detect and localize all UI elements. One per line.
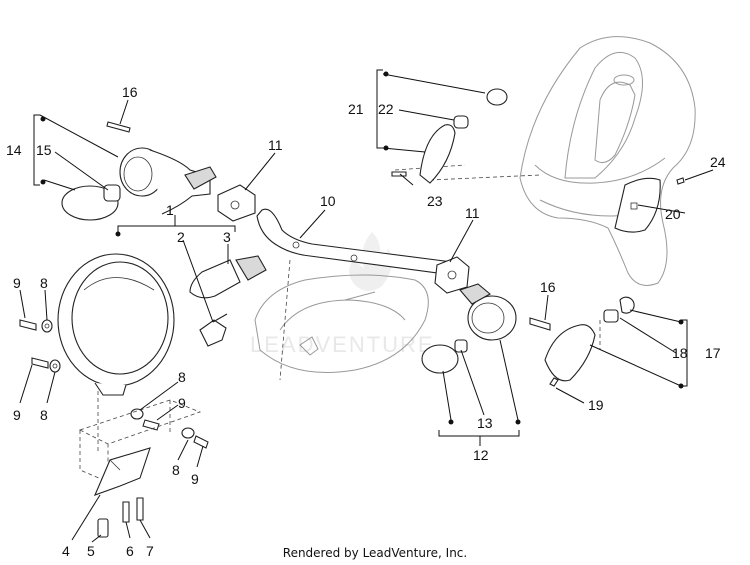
bracket-11-right-part	[434, 256, 470, 294]
washer-8-lower-left-part	[49, 359, 61, 373]
callout-8-d: 8	[172, 462, 180, 478]
bracket-11-left-part	[217, 184, 256, 222]
screw-7-part	[136, 497, 144, 521]
screw-6-part	[122, 501, 130, 523]
callout-4: 4	[62, 543, 70, 559]
callout-15: 15	[36, 142, 52, 158]
screw-23-part	[391, 171, 407, 177]
position-light-housing-left-part	[61, 147, 217, 221]
screw-9-right-b-part	[193, 435, 209, 449]
callout-9-a: 9	[13, 275, 21, 291]
callout-2: 2	[177, 229, 185, 245]
headlight-unit-part	[57, 253, 175, 396]
bulb-2-part	[199, 313, 228, 347]
indicator-17-part	[544, 324, 596, 382]
callout-8-c: 8	[178, 369, 186, 385]
callout-21: 21	[348, 101, 364, 117]
washer-8-right-b-part	[181, 427, 195, 439]
callout-5: 5	[87, 543, 95, 559]
callout-9-c: 9	[178, 395, 186, 411]
callout-10: 10	[320, 193, 336, 209]
bulb-18-part	[603, 296, 635, 323]
bulb-22-part	[453, 115, 469, 129]
callout-9-b: 9	[13, 407, 21, 423]
lens-13-part	[421, 344, 459, 374]
callout-1: 1	[166, 202, 174, 218]
callout-8-a: 8	[40, 275, 48, 291]
leader-dots	[40, 71, 684, 425]
watermark: LEADVENTURE	[250, 232, 435, 357]
callout-9-d: 9	[191, 471, 199, 487]
spacer-5-part	[97, 518, 109, 538]
indicator-lens-right-part	[614, 177, 661, 233]
callout-12: 12	[473, 447, 489, 463]
bulb-3-part	[189, 255, 267, 299]
callout-20: 20	[665, 206, 681, 222]
headlight-housing-ghost	[254, 274, 429, 373]
lens-21-part	[419, 124, 456, 184]
callout-19: 19	[588, 397, 604, 413]
callout-23: 23	[427, 193, 443, 209]
bulb-15-part	[103, 184, 121, 202]
screw-16-right-part	[529, 317, 551, 331]
callout-17: 17	[705, 345, 721, 361]
callout-6: 6	[126, 543, 134, 559]
callout-24: 24	[710, 154, 726, 170]
callout-3: 3	[223, 229, 231, 245]
screw-9-lower-left-part	[31, 357, 49, 369]
callout-18: 18	[672, 345, 688, 361]
callout-8-b: 8	[40, 407, 48, 423]
grommet-21-part	[486, 88, 508, 106]
callout-7: 7	[146, 543, 154, 559]
position-light-right-part	[459, 283, 517, 341]
credit-footer: Rendered by LeadVenture, Inc.	[282, 546, 468, 560]
bulb-13-small-part	[454, 339, 468, 353]
bracket-4-part	[93, 447, 151, 496]
washer-8-right-a-part	[130, 408, 144, 420]
screw-19-part	[549, 377, 559, 387]
callout-14: 14	[6, 142, 22, 158]
callout-11-b: 11	[465, 205, 480, 221]
screw-9-right-a-part	[142, 419, 160, 431]
callout-16-b: 16	[540, 279, 556, 295]
callout-11-a: 11	[268, 137, 283, 153]
callout-labels: 1 2 3 4 5 6 7 8 8 8 8 9 9 9 9 10 11 11 1…	[6, 84, 726, 559]
callout-22: 22	[378, 101, 394, 117]
callout-16-a: 16	[122, 84, 138, 100]
screw-16-part	[106, 121, 131, 133]
leader-lines	[19, 69, 714, 543]
screw-24-part	[676, 177, 685, 185]
screw-9-upper-left-part	[19, 319, 37, 331]
watermark-text: LEADVENTURE	[250, 332, 435, 357]
washer-8-upper-left-part	[41, 319, 53, 333]
front-shield-part	[519, 36, 696, 286]
callout-13: 13	[477, 415, 493, 431]
